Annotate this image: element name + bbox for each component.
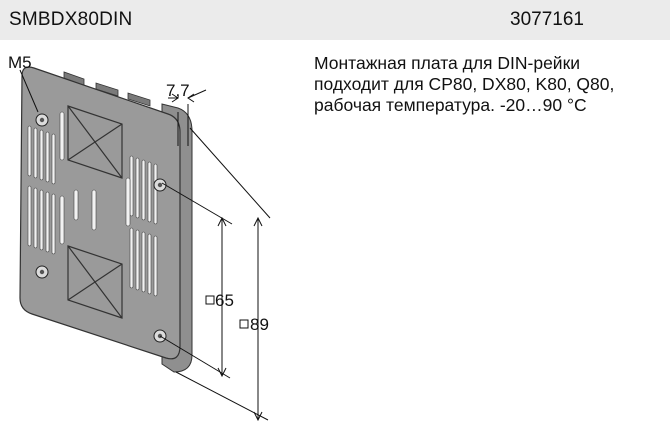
mounting-plate-drawing: M5 7,7 65 89 bbox=[8, 53, 271, 421]
thickness-dimension: 7,7 bbox=[166, 81, 207, 146]
product-description: Монтажная плата для DIN-рейки подходит д… bbox=[314, 53, 615, 115]
outer-size-dimension: 89 bbox=[175, 127, 271, 421]
hole-spacing-label: 65 bbox=[215, 291, 234, 310]
product-code: SMBDX80DIN bbox=[9, 9, 133, 30]
outer-size-label: 89 bbox=[250, 315, 269, 334]
plate-illustration bbox=[19, 66, 193, 373]
hole-spacing-dimension: 65 bbox=[159, 182, 234, 379]
thread-label: M5 bbox=[8, 53, 32, 72]
article-number: 3077161 bbox=[510, 9, 584, 30]
product-header: SMBDX80DIN 3077161 bbox=[0, 0, 670, 40]
thickness-label: 7,7 bbox=[166, 81, 190, 100]
thread-callout: M5 bbox=[8, 53, 39, 113]
